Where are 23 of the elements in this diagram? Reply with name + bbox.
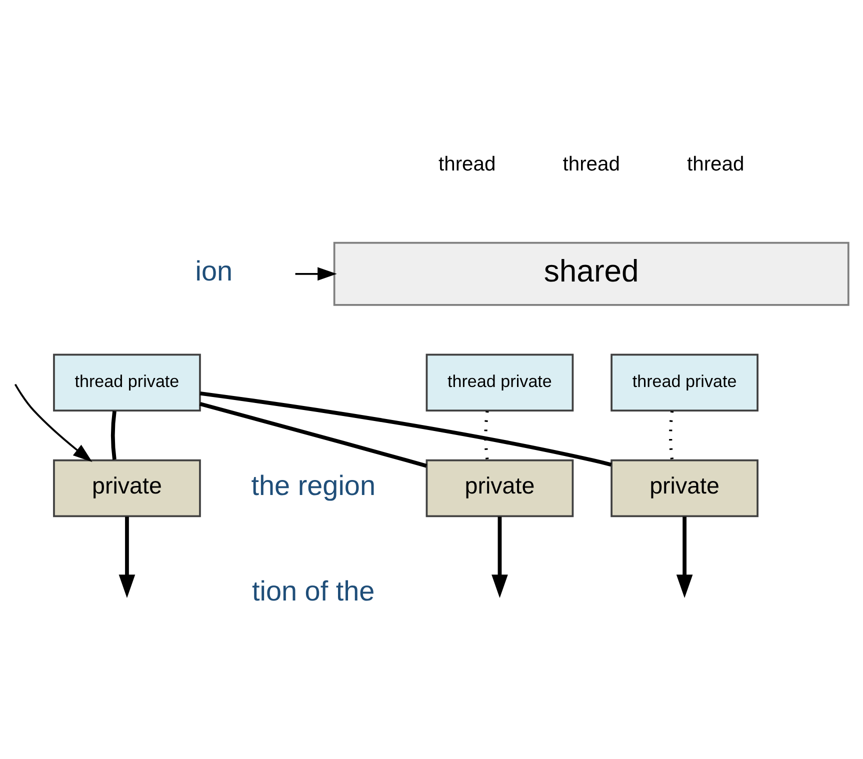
label: ion [195, 256, 233, 287]
connector [200, 391, 612, 467]
arrow [492, 516, 508, 598]
arrow [118, 516, 136, 598]
node-box: private [610, 459, 758, 518]
connector [669, 410, 674, 460]
label: thread [562, 153, 620, 176]
connector [200, 402, 428, 468]
label: tion of the [252, 576, 375, 607]
node-box: shared [333, 242, 850, 306]
node-box: private [426, 459, 574, 518]
arrow [676, 516, 693, 598]
node-box: thread private [53, 354, 201, 412]
connector [111, 410, 116, 460]
label: thread [686, 153, 744, 176]
node-box: private [53, 459, 201, 518]
label: thread [438, 153, 496, 176]
node-box: thread private [610, 354, 758, 412]
connector [484, 410, 489, 460]
arrow [295, 267, 337, 281]
arrow [14, 384, 92, 462]
node-box: thread private [426, 354, 574, 412]
label: the region [251, 470, 376, 502]
